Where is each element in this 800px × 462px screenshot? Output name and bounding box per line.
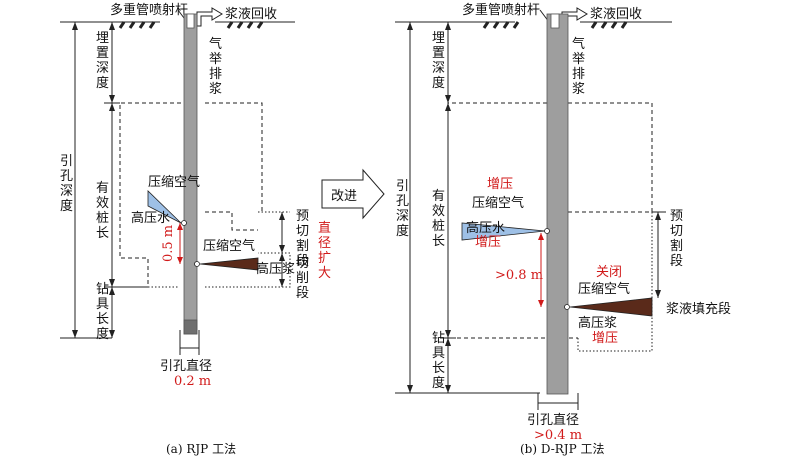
slurry-nozzle-icon: [194, 261, 200, 267]
recovery-arrow-icon: [196, 7, 223, 27]
hp-water-label: 高压水: [466, 220, 505, 236]
rod-label: 多重管喷射杆: [462, 2, 540, 18]
segment-arrow: [279, 245, 285, 253]
slurry-jet-icon: [569, 297, 653, 317]
pile-outline-dashed: [119, 102, 263, 287]
segment-arrow: [279, 253, 285, 261]
pile-length-label: 有效桩长: [96, 181, 109, 241]
comp-air-upper-label: 压缩空气: [148, 174, 200, 190]
hp-slurry-label: 高压浆: [256, 261, 295, 277]
hole-diameter-label: 引孔直径: [527, 413, 579, 428]
slurry-jet-icon: [199, 257, 259, 271]
hole-diameter-value: >0.4 m: [534, 428, 582, 443]
hp-slurry-label: 高压浆: [578, 315, 617, 331]
spacing-label: >0.8 m: [495, 268, 543, 283]
burial-depth-label: 埋置深度: [432, 31, 445, 91]
segment-arrow: [279, 212, 285, 220]
improve-arrow-icon: [321, 168, 385, 220]
dimension-arrows: [407, 22, 451, 393]
cut-outline-dotted: [148, 211, 291, 288]
comp-air-lower-label: 压缩空气: [578, 281, 630, 297]
burial-depth-label: 埋置深度: [96, 31, 109, 91]
spacing-arrow: [177, 257, 183, 264]
drjp-diagram: 多重管喷射杆 浆液回收: [395, 2, 731, 456]
pile-length-label: 有效桩长: [432, 189, 445, 249]
caption-drjp: (b) D-RJP 工法: [520, 442, 605, 456]
boost-water-label: 增压: [475, 235, 501, 250]
jet-rod: [183, 13, 198, 335]
hole-depth-label: 引孔深度: [60, 154, 73, 214]
ground-hatch: [482, 21, 628, 29]
segment-arrow: [655, 290, 661, 298]
hole-diameter-label: 引孔直径: [160, 359, 212, 374]
airlift-label: 气举排浆: [572, 36, 585, 97]
cut-label: 切削段: [296, 256, 309, 301]
boost-top-label: 增压: [487, 177, 513, 192]
drill-length-label: 钻具长度: [96, 282, 109, 342]
diameter-enlarge-label: 直径扩大: [318, 221, 331, 281]
spacing-arrow: [538, 233, 544, 240]
precut-label: 预切割段: [670, 209, 683, 269]
jet-rod-upper: [186, 13, 195, 29]
water-nozzle-icon: [544, 228, 550, 234]
caption-rjp: (a) RJP 工法: [166, 442, 236, 456]
water-jet-icon: [147, 190, 182, 224]
water-jet-icon: [461, 222, 546, 241]
segment-arrow: [655, 212, 661, 220]
improve-label: 改进: [331, 189, 357, 204]
recovery-label: 浆液回收: [225, 7, 277, 22]
ground-hatch: [118, 21, 264, 29]
drill-length-label: 钻具长度: [432, 331, 445, 391]
jet-rod-tip: [183, 319, 198, 335]
comp-air-upper-label: 压缩空气: [472, 195, 524, 211]
close-label: 关闭: [596, 265, 622, 280]
pile-outline-dashed: [447, 102, 653, 339]
hp-water-label: 高压水: [131, 210, 170, 226]
segment-arrow: [279, 279, 285, 287]
spacing-label: 0.5 m: [161, 225, 176, 262]
rod-label: 多重管喷射杆: [110, 2, 188, 18]
spacing-arrow: [538, 300, 544, 307]
improve-arrow: 改进: [321, 168, 385, 220]
dimension-arrows: [72, 22, 115, 338]
water-nozzle-icon: [181, 220, 187, 226]
jet-rod: [546, 13, 569, 395]
rjp-diagram: 多重管喷射杆 浆液回收: [60, 2, 331, 456]
airlift-label: 气举排浆: [209, 36, 222, 97]
fill-label: 浆液填充段: [666, 301, 731, 317]
boost-slurry-label: 增压: [592, 331, 618, 346]
precut-label: 预切割段: [296, 209, 309, 269]
comp-air-lower-label: 压缩空气: [203, 238, 255, 254]
jet-rod-upper: [550, 13, 560, 29]
slurry-nozzle-icon: [564, 304, 570, 310]
hole-depth-label: 引孔深度: [396, 179, 409, 239]
hole-diameter-value: 0.2 m: [174, 374, 211, 389]
spacing-arrow: [177, 223, 183, 230]
recovery-label: 浆液回收: [590, 7, 642, 22]
